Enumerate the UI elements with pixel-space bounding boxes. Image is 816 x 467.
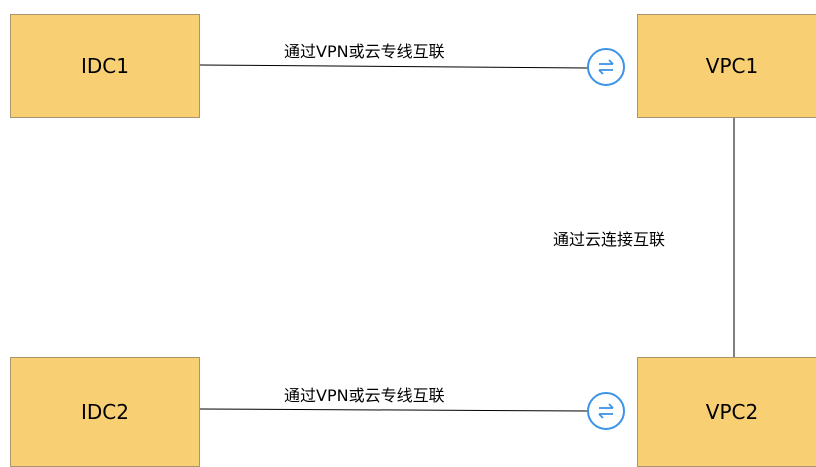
node-vpc2-label: VPC2 [705,400,759,424]
link-idc2-vpc2-label: 通过VPN或云专线互联 [284,386,445,405]
node-vpc2: VPC2 [637,357,816,467]
node-idc1-label: IDC1 [81,54,129,78]
node-idc1: IDC1 [10,14,200,118]
node-idc2: IDC2 [10,357,200,467]
vpn-gateway-icon [587,48,625,86]
connector-layer [199,48,735,430]
node-idc2-label: IDC2 [81,400,129,424]
link-idc2-vpc2-line [199,408,589,412]
node-vpc1: VPC1 [637,14,816,118]
node-vpc1-label: VPC1 [705,54,759,78]
link-idc1-vpc1-line [199,64,589,69]
link-idc1-vpc1-label: 通过VPN或云专线互联 [284,42,445,61]
vpn-gateway-icon [587,392,625,430]
link-vpc1-vpc2-label: 通过云连接互联 [553,230,666,249]
